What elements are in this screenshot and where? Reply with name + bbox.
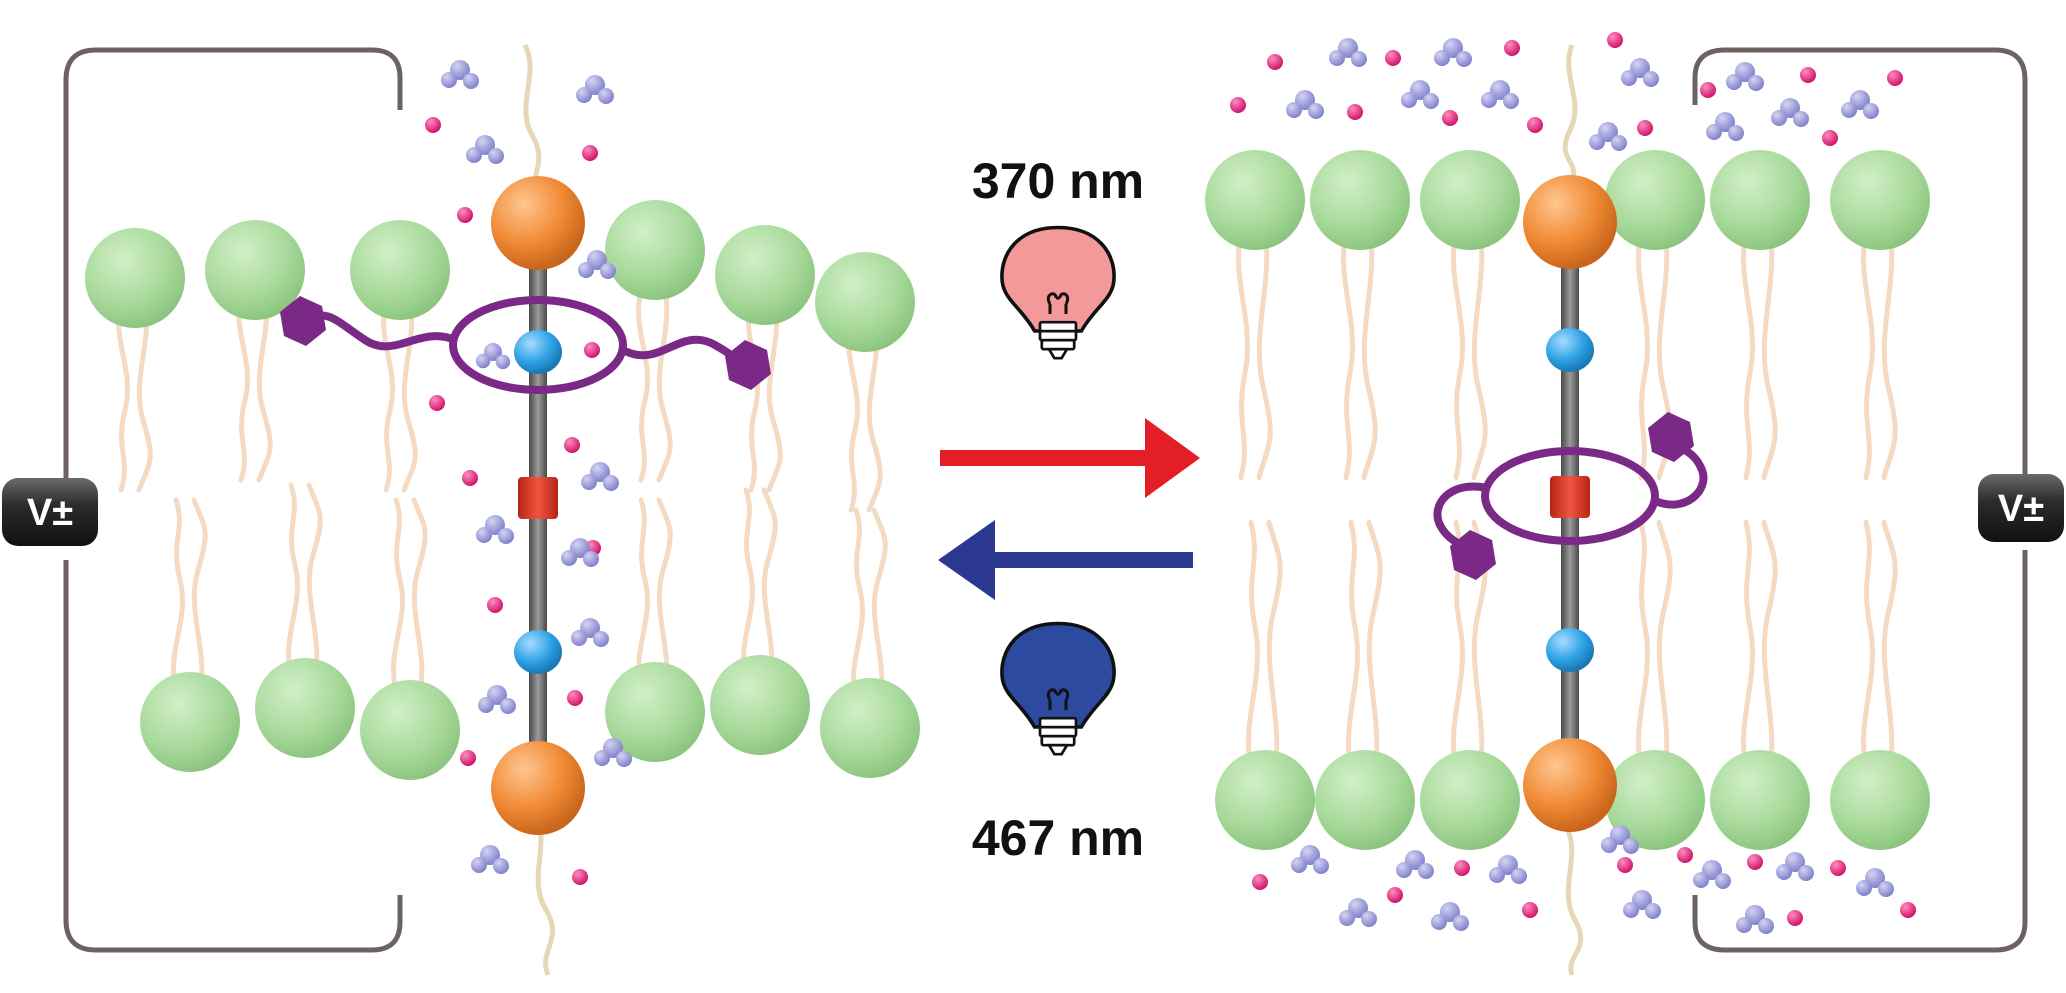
light-bulb-icon bbox=[1000, 225, 1116, 360]
left-lipid-heads bbox=[85, 200, 920, 780]
forward-arrow bbox=[940, 418, 1200, 498]
reverse-wavelength-label: 467 nm bbox=[972, 810, 1144, 866]
right-pink-ions-top bbox=[1230, 32, 1903, 146]
right-lavender-molecules-top bbox=[1286, 38, 1879, 151]
left-voltage-label: V± bbox=[27, 492, 73, 534]
reverse-arrow bbox=[938, 520, 1193, 600]
right-voltage-box: V± bbox=[1978, 474, 2064, 542]
right-voltage-label: V± bbox=[1998, 488, 2044, 530]
left-electrode-wire bbox=[63, 47, 403, 953]
light-bulb-icon bbox=[1000, 621, 1116, 756]
left-molecular-axle bbox=[491, 43, 585, 976]
right-molecular-axle bbox=[1523, 44, 1617, 976]
right-lipid-heads bbox=[1205, 150, 1930, 850]
right-macrocycle-ring bbox=[1433, 412, 1708, 580]
left-voltage-box: V± bbox=[2, 478, 98, 546]
right-pink-ions-bottom bbox=[1252, 847, 1916, 926]
left-macrocycle-ring bbox=[280, 296, 771, 394]
right-electrode-wire bbox=[1692, 47, 2028, 953]
left-pink-ions bbox=[425, 117, 601, 885]
forward-wavelength-label: 370 nm bbox=[972, 153, 1144, 209]
